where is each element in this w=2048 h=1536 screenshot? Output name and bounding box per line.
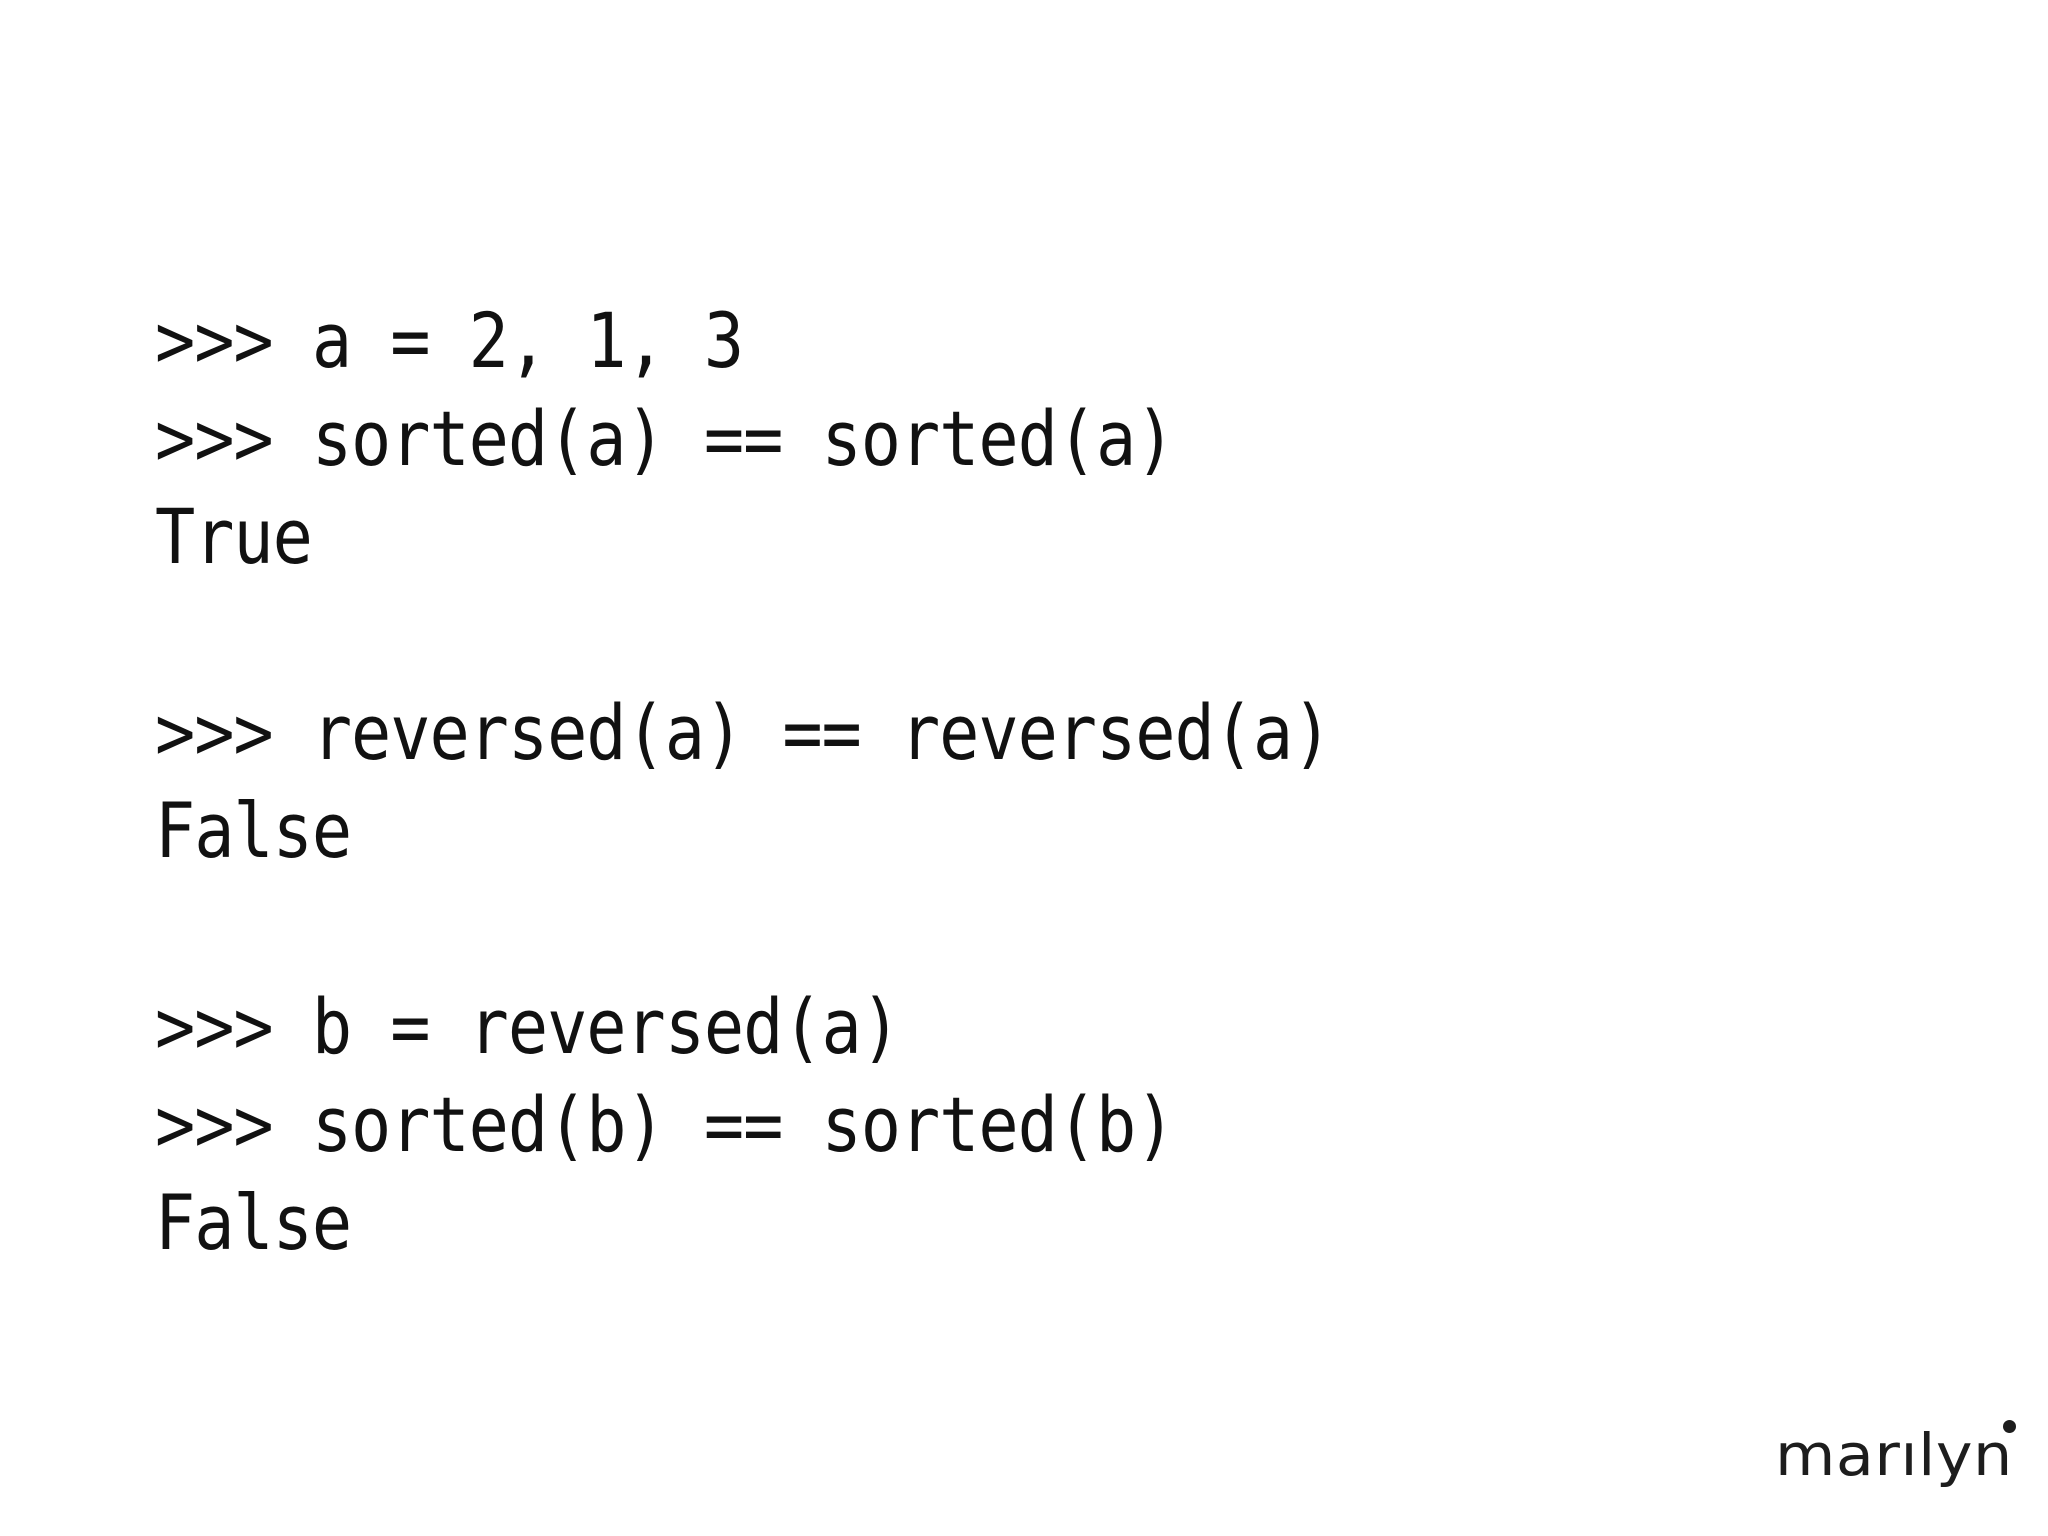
code-line: >>> sorted(b) == sorted(b) [155, 1080, 1175, 1169]
code-line: >>> a = 2, 1, 3 [155, 296, 744, 385]
code-line: False [155, 786, 352, 875]
code-line-blank [155, 880, 1651, 978]
code-block: >>> a = 2, 1, 3 >>> sorted(a) == sorted(… [155, 292, 1855, 1272]
code-line: >>> b = reversed(a) [155, 982, 901, 1071]
code-line: >>> reversed(a) == reversed(a) [155, 688, 1332, 777]
code-line: >>> sorted(a) == sorted(a) [155, 394, 1175, 483]
code-line: True [155, 492, 313, 581]
code-line: False [155, 1178, 352, 1267]
code-line-blank [155, 586, 1651, 684]
brand-dot-icon [2003, 1420, 2016, 1433]
brand-wordmark-text: marılyn [1775, 1420, 2013, 1489]
brand-logo: marılyn [1775, 1398, 2035, 1518]
